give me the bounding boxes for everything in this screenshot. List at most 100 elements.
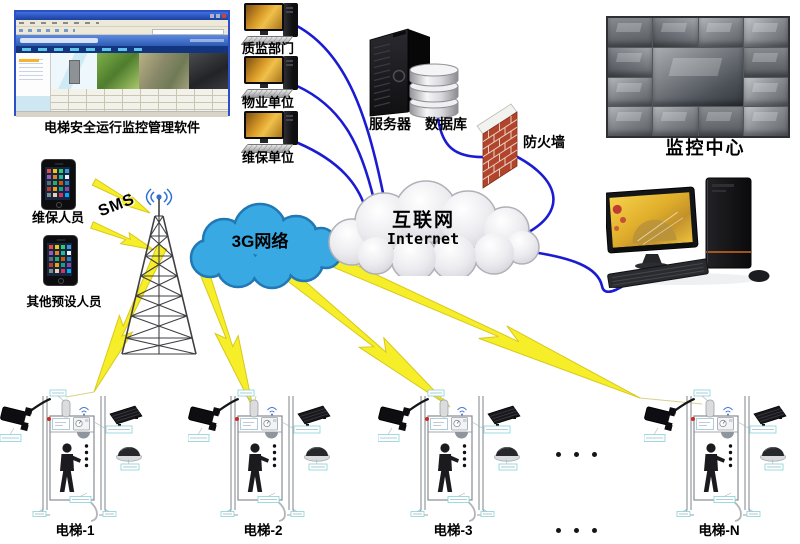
car-speaker-sensor — [721, 432, 734, 439]
address-bar — [152, 28, 224, 35]
car-speaker-sensor — [265, 432, 278, 439]
dome-camera-icon — [494, 447, 520, 462]
server-badge — [392, 69, 406, 83]
window-statusbar — [16, 111, 228, 117]
person-silhouette — [247, 443, 269, 492]
window-titlebar — [16, 12, 228, 20]
pc-monitor — [244, 3, 284, 31]
cctv-feed — [608, 107, 653, 136]
app-navbar — [16, 46, 228, 53]
car-top-control-box — [430, 417, 468, 431]
cctv-feed — [608, 47, 653, 77]
phone-label: 其他预设人员 — [26, 295, 102, 309]
cctv-feed — [698, 18, 743, 47]
wifi-signal-icon — [723, 406, 733, 416]
person-silhouette — [703, 443, 725, 492]
database-cylinders — [409, 63, 459, 119]
elevator-label: 电梯-1 — [55, 523, 95, 538]
workstation-quality-dept — [240, 3, 300, 45]
cctv-feed — [653, 47, 743, 107]
window-close-icon — [222, 14, 226, 18]
cctv-feed — [608, 18, 653, 47]
pc-tower — [283, 111, 298, 145]
software-caption: 电梯安全运行监控管理软件 — [43, 120, 200, 135]
internet-cloud-label-cn: 互联网 — [391, 210, 455, 231]
city-aerial-panel — [139, 53, 190, 89]
callout-text-lines — [2, 392, 137, 515]
elevator-unit: 电梯-3 — [377, 388, 528, 540]
car-button-panel — [728, 444, 733, 468]
data-form-panel — [51, 88, 228, 111]
cctv-video-wall — [606, 16, 790, 138]
cctv-feed — [743, 77, 788, 107]
cctv-feed — [653, 18, 698, 47]
alarm-indicator-dot — [47, 417, 51, 421]
dome-camera-icon — [760, 447, 786, 462]
elevator-3d-panel — [51, 53, 98, 89]
car-button-panel — [462, 444, 467, 468]
pc-monitor — [244, 56, 284, 84]
control-box-device — [487, 405, 521, 427]
control-box-device — [753, 405, 787, 427]
pc-tower — [283, 3, 298, 37]
workstation-label: 质监部门 — [241, 41, 294, 56]
dome-camera-icon — [116, 447, 142, 462]
elevator-label: 电梯-N — [698, 523, 740, 538]
elevator-unit: 电梯-2 — [187, 388, 338, 540]
trailing-cable — [87, 499, 98, 522]
desktop-tower — [705, 177, 752, 269]
shaft-rails — [414, 396, 491, 516]
3g-cloud-label: 3G网络 — [231, 232, 289, 251]
callout-leader-lines — [653, 395, 774, 512]
monitoring-desktop-pc — [606, 177, 770, 288]
alarm-indicator-dot — [425, 417, 429, 421]
person-silhouette — [59, 443, 81, 492]
app-grid-icon — [47, 169, 51, 173]
dome-camera-icon — [304, 447, 330, 462]
phone-maintenance-staff — [41, 159, 76, 210]
car-antenna — [61, 399, 71, 418]
home-button-icon — [55, 202, 62, 208]
trailing-cable — [731, 499, 742, 522]
pc-monitor — [244, 111, 284, 139]
app-header — [16, 35, 228, 46]
app-grid-icon — [49, 245, 53, 249]
car-antenna — [705, 399, 715, 418]
alarm-indicator-dot — [235, 417, 239, 421]
car-top-control-box — [240, 417, 278, 431]
workstation-property-unit — [240, 56, 300, 98]
monitoring-software-window — [14, 10, 230, 117]
cctv-feed — [743, 107, 788, 136]
callout-text-lines — [646, 392, 781, 515]
elevator-row: 电梯-1 — [0, 388, 800, 544]
shaft-rails — [36, 396, 113, 516]
database-label: 数据库 — [425, 116, 467, 132]
shaft-rails — [680, 396, 757, 516]
elevator-label: 电梯-3 — [433, 523, 473, 538]
elevator-unit: 电梯-N — [643, 388, 794, 540]
control-box-device — [297, 405, 331, 427]
elevator-label: 电梯-2 — [243, 523, 283, 538]
cctv-feed — [743, 18, 788, 47]
workstation-label: 维保单位 — [241, 150, 294, 165]
car-top-control-box — [696, 417, 734, 431]
wifi-signal-icon — [267, 406, 277, 416]
trailing-cable — [465, 499, 476, 522]
desktop-monitor — [606, 186, 699, 254]
wifi-signal-icon — [79, 406, 89, 416]
more-elevators-dots — [556, 528, 597, 533]
home-button-icon — [57, 278, 64, 284]
phone-other-preset-staff — [43, 235, 78, 286]
window-toolbar — [16, 27, 228, 35]
firewall-label: 防火墙 — [523, 134, 565, 150]
control-box-device — [109, 405, 143, 427]
camera-panel — [189, 53, 228, 89]
wifi-signal-icon — [457, 406, 467, 416]
internet-cloud-label-en: Internet — [386, 230, 460, 248]
phone-label: 维保人员 — [31, 210, 84, 225]
pc-tower — [283, 56, 298, 90]
cctv-feed — [698, 107, 743, 136]
cctv-feed — [653, 107, 698, 136]
car-antenna — [439, 399, 449, 418]
